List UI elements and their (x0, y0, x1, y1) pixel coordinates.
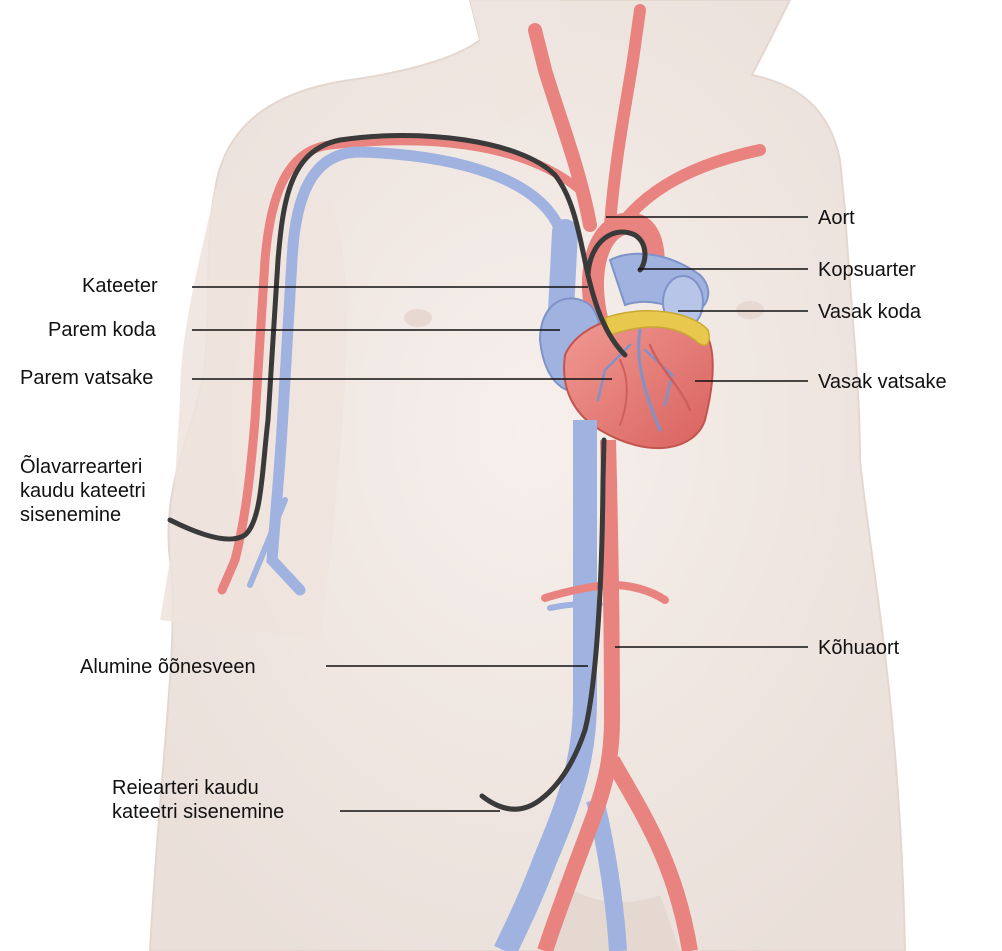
label-aort: Aort (818, 206, 855, 230)
label-vasak-koda: Vasak koda (818, 300, 921, 324)
right-nipple (404, 309, 432, 327)
label-kohuaort: Kõhuaort (818, 636, 899, 660)
label-vasak-vatsake: Vasak vatsake (818, 370, 947, 394)
label-alumine-oonesveen: Alumine õõnesveen (80, 655, 256, 679)
left-nipple (736, 301, 764, 319)
label-reiearteri: Reiearteri kaudu kateetri sisenemine (112, 776, 284, 824)
label-parem-koda: Parem koda (48, 318, 156, 342)
label-olavarrearteri: Õlavarrearteri kaudu kateetri sisenemine (20, 455, 146, 527)
label-kopsuarter: Kopsuarter (818, 258, 916, 282)
label-kateeter: Kateeter (82, 274, 158, 298)
label-parem-vatsake: Parem vatsake (20, 366, 153, 390)
